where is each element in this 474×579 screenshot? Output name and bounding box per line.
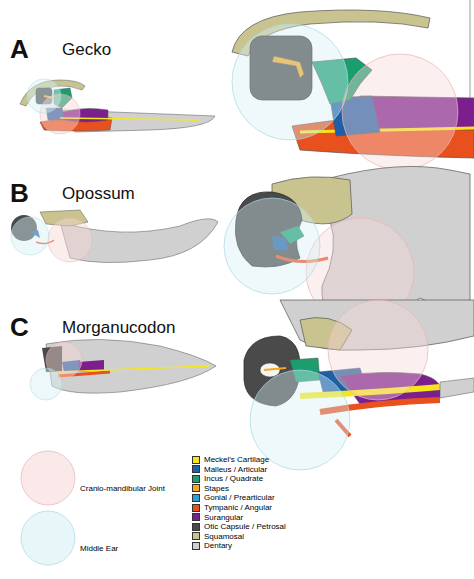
panel-letter: A	[10, 34, 29, 65]
legend-text: Malleus / Articular	[204, 465, 267, 474]
legend-text: Incus / Quadrate	[204, 474, 263, 483]
legend-row: Tympanic / Angular	[192, 503, 272, 512]
legend-text: Surangular	[204, 513, 243, 522]
legend-text: Tympanic / Angular	[204, 503, 272, 512]
legend-text: Middle Ear	[80, 544, 118, 553]
panel-letter: C	[10, 312, 29, 343]
legend-swatch	[192, 532, 200, 540]
legend-row: Dentary	[192, 541, 232, 550]
legend-row: Surangular	[192, 513, 243, 522]
legend-row: Malleus / Articular	[192, 465, 267, 474]
morganucodon-skull-small	[30, 339, 216, 400]
gecko-ear-zoom	[232, 10, 474, 170]
legend-text: Stapes	[204, 484, 229, 493]
legend-swatch	[192, 456, 200, 464]
legend-row: Incus / Quadrate	[192, 474, 263, 483]
legend-text: Gonial / Prearticular	[204, 493, 275, 502]
legend-text: Cranio-mandibular Joint	[80, 484, 165, 493]
legend-swatch	[192, 542, 200, 550]
legend-swatch	[192, 513, 200, 521]
morganucodon-ear-zoom	[244, 300, 474, 470]
legend-swatch	[192, 504, 200, 512]
legend-row: Squamosal	[192, 532, 244, 541]
legend-row: Otic Capsule / Petrosal	[192, 522, 286, 531]
opossum-skull-small	[11, 210, 218, 263]
panel-letter: B	[10, 178, 29, 209]
legend-swatch	[192, 523, 200, 531]
legend-row: Stapes	[192, 484, 229, 493]
legend-swatch	[192, 494, 200, 502]
panel-name: Opossum	[62, 184, 135, 204]
legend-text: Meckel's Cartilage	[204, 455, 269, 464]
legend-text: Dentary	[204, 541, 232, 550]
ear-legend-circle	[21, 511, 75, 565]
panel-name: Morganucodon	[62, 318, 175, 338]
legend-row: Meckel's Cartilage	[192, 455, 269, 464]
legend-swatch	[192, 465, 200, 473]
legend-swatch	[192, 484, 200, 492]
legend-text: Otic Capsule / Petrosal	[204, 522, 286, 531]
legend-row: Gonial / Prearticular	[192, 493, 275, 502]
gecko-skull-small	[20, 79, 215, 134]
panel-name: Gecko	[62, 40, 111, 60]
joint-legend-circle	[21, 451, 75, 505]
legend-swatch	[192, 475, 200, 483]
legend-text: Squamosal	[204, 532, 244, 541]
